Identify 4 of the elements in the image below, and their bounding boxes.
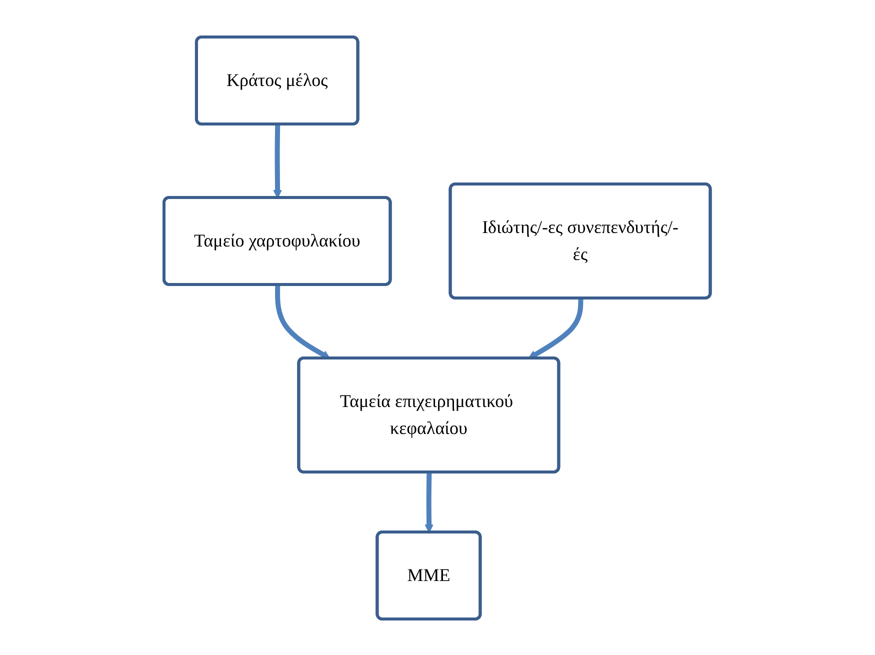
arrow — [528, 298, 584, 358]
arrow — [425, 472, 434, 532]
arrow — [274, 124, 282, 198]
arrow — [275, 284, 331, 358]
